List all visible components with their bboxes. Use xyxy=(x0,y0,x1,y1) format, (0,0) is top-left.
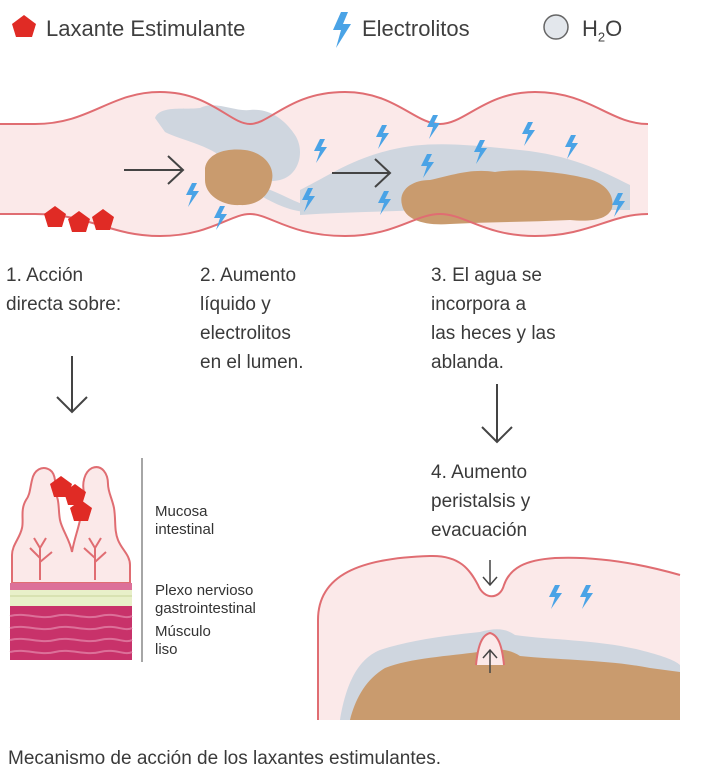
plexus-label: Plexo nervioso gastrointestinal xyxy=(155,582,256,618)
water-legend-icon xyxy=(543,14,569,40)
laxative-legend-icon xyxy=(12,15,36,37)
step-2-line: en el lumen. xyxy=(200,352,304,373)
mucosa-label-line: intestinal xyxy=(155,521,215,538)
step-3-line: 3. El agua se xyxy=(431,265,542,286)
plexus-label-line: gastrointestinal xyxy=(155,600,256,617)
step-1-line: directa sobre: xyxy=(6,294,122,315)
mucosa-label-line: Mucosa xyxy=(155,503,208,520)
step-4-line: evacuación xyxy=(431,520,528,541)
step-3-text: 3. El agua se incorpora a las heces y la… xyxy=(431,261,556,377)
legend-laxative-label: Laxante Estimulante xyxy=(46,16,246,41)
down-arrow-left xyxy=(56,356,88,414)
step-4-line: peristalsis y xyxy=(431,491,531,512)
step-2-line: 2. Aumento xyxy=(200,265,297,286)
water-label-o: O xyxy=(605,16,623,41)
step-3-line: las heces y las xyxy=(431,323,556,344)
intestine-bottom xyxy=(317,554,681,720)
down-arrow-right xyxy=(481,384,513,444)
step-1-text: 1. Acción directa sobre: xyxy=(6,261,121,319)
step-4-text: 4. Aumento peristalsis y evacuación xyxy=(431,458,530,545)
step-1-line: 1. Acción xyxy=(6,265,84,286)
legend-water-label: H2O xyxy=(582,16,622,44)
muscle-label: Músculo liso xyxy=(155,623,211,659)
step-4-line: 4. Aumento xyxy=(431,462,528,483)
legend-electrolytes-label: Electrolitos xyxy=(362,16,470,41)
muscle-label-line: Músculo xyxy=(155,623,211,640)
step-2-line: electrolitos xyxy=(200,323,291,344)
step-2-line: líquido y xyxy=(200,294,271,315)
plexus-label-line: Plexo nervioso xyxy=(155,582,254,599)
wall-cross-section xyxy=(9,458,143,662)
step-3-line: incorpora a xyxy=(431,294,527,315)
muscle-label-line: liso xyxy=(155,641,178,658)
step-3-line: ablanda. xyxy=(431,352,504,373)
intestine-top xyxy=(0,90,649,238)
water-label-h: H xyxy=(582,16,598,41)
electrolyte-legend-icon xyxy=(333,12,351,48)
figure-caption: Mecanismo de acción de los laxantes esti… xyxy=(8,748,442,769)
step-2-text: 2. Aumento líquido y electrolitos en el … xyxy=(200,261,304,377)
water-label-sub: 2 xyxy=(597,29,606,45)
mucosa-label: Mucosa intestinal xyxy=(155,503,214,539)
